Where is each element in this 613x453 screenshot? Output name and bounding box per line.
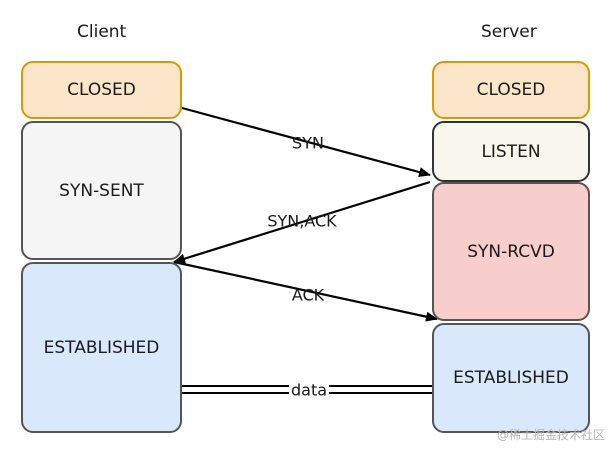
server-state-established: ESTABLISHED — [432, 323, 590, 433]
client-state-established: ESTABLISHED — [21, 262, 182, 433]
client-state-closed: CLOSED — [21, 61, 182, 119]
server-state-syn-rcvd: SYN-RCVD — [432, 182, 590, 321]
syn-arrow — [181, 106, 431, 177]
watermark-text: @稀土掘金技术社区 — [496, 428, 605, 442]
server-state-listen: LISTEN — [432, 121, 590, 182]
client-state-syn-sent: SYN-SENT — [21, 121, 182, 260]
client-column-label: Client — [77, 22, 127, 42]
syn-label: SYN — [292, 133, 324, 153]
server-state-closed: CLOSED — [432, 61, 590, 119]
ack-label: ACK — [291, 285, 325, 305]
data-label: data — [288, 380, 330, 400]
ack-arrow — [173, 260, 438, 322]
syn-ack-label: SYN,ACK — [267, 211, 337, 231]
server-column-label: Server — [481, 22, 537, 42]
syn-ack-arrow — [173, 180, 431, 264]
